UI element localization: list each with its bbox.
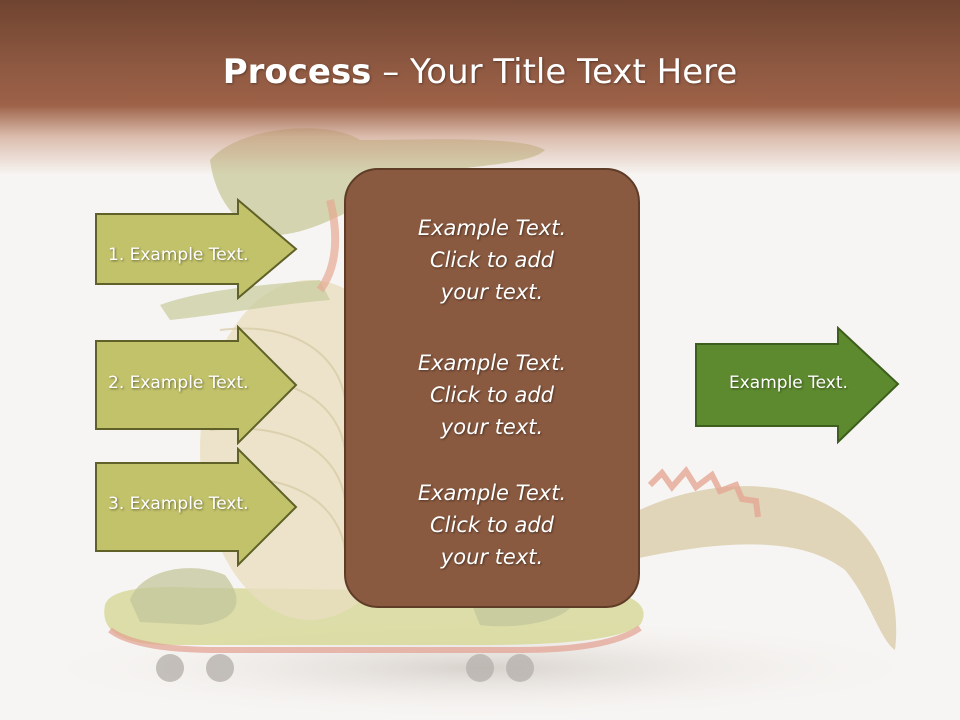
title-band (0, 0, 960, 175)
right-arrow[interactable] (694, 326, 900, 446)
center-block-2-line-2: Click to add (429, 383, 554, 407)
right-arrow-label: Example Text. (729, 373, 848, 393)
center-block-1-line-2: Click to add (429, 248, 554, 272)
center-block-3-line-3: your text. (440, 545, 544, 569)
left-arrow-2-label: 2. Example Text. (108, 373, 249, 393)
title-rest-text: – Your Title Text Here (371, 52, 738, 92)
left-arrow-2[interactable] (94, 325, 298, 445)
center-block-2-line-3: your text. (440, 415, 544, 439)
center-process-box[interactable] (344, 168, 640, 608)
center-block-2-line-1: Example Text. (417, 351, 567, 375)
center-text-block-2[interactable]: Example Text. Click to add your text. (344, 347, 640, 443)
left-arrow-1[interactable] (94, 198, 298, 300)
left-arrow-1-label: 1. Example Text. (108, 245, 249, 265)
center-block-3-line-2: Click to add (429, 513, 554, 537)
center-block-3-line-1: Example Text. (417, 481, 567, 505)
slide-title[interactable]: Process – Your Title Text Here (0, 52, 960, 92)
center-block-1-line-1: Example Text. (417, 216, 567, 240)
center-block-1-line-3: your text. (440, 280, 544, 304)
center-text-block-1[interactable]: Example Text. Click to add your text. (344, 212, 640, 308)
title-bold-text: Process (222, 52, 372, 92)
left-arrow-3-label: 3. Example Text. (108, 494, 249, 514)
center-text-block-3[interactable]: Example Text. Click to add your text. (344, 477, 640, 573)
left-arrow-3[interactable] (94, 447, 298, 567)
